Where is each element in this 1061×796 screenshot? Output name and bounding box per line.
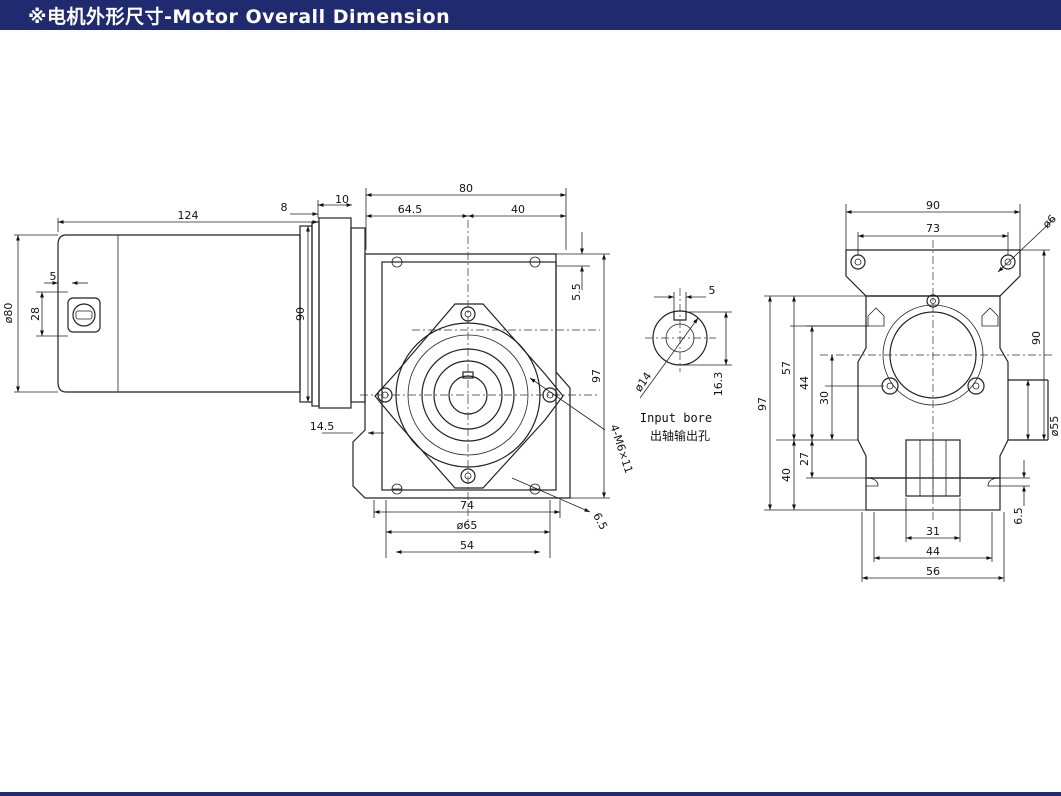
dim-90: 90 (294, 307, 307, 321)
dim-6-5: 6.5 (590, 511, 610, 533)
footer-line (0, 792, 1061, 796)
motor-body (57, 234, 301, 393)
front-dim-73: 73 (926, 222, 940, 235)
dim-28: 28 (29, 307, 42, 321)
bore-dim-5: 5 (709, 284, 716, 297)
bore-dim-16-3: 16.3 (712, 372, 725, 397)
front-dim-90-side: 90 (1030, 331, 1043, 345)
dim-m6: 4-M6×11 (607, 423, 635, 475)
front-dim-90-top: 90 (926, 199, 940, 212)
dim-5-5: 5.5 (570, 283, 583, 301)
header-bar: ※电机外形尺寸-Motor Overall Dimension (0, 0, 1061, 30)
front-dim-44-v: 44 (798, 376, 811, 390)
header-title: ※电机外形尺寸-Motor Overall Dimension (28, 5, 451, 28)
front-dim-6-5: 6.5 (1012, 507, 1025, 525)
dim-97: 97 (590, 369, 603, 383)
dim-8: 8 (281, 201, 288, 214)
front-view: 90 73 ø6 90 97 57 44 30 27 40 ø55 6.5 31… (756, 199, 1061, 582)
dim-5: 5 (50, 270, 57, 283)
dimension-drawing: 124 8 10 80 64.5 40 5 28 ø80 90 5.5 97 1… (2, 182, 1061, 582)
front-dim-57: 57 (780, 361, 793, 375)
front-dim-30: 30 (818, 391, 831, 405)
dim-54: 54 (460, 539, 474, 552)
input-bore-detail: 5 ø14 16.3 Input bore 出轴输出孔 (632, 284, 732, 443)
dim-74: 74 (460, 499, 474, 512)
front-dim-40: 40 (780, 468, 793, 482)
front-dim-dia55: ø55 (1048, 416, 1061, 437)
dim-64-5: 64.5 (398, 203, 423, 216)
front-dim-31: 31 (926, 525, 940, 538)
side-view: 124 8 10 80 64.5 40 5 28 ø80 90 5.5 97 1… (2, 182, 635, 558)
terminal-plug (72, 303, 96, 327)
input-bore-label-cn: 出轴输出孔 (650, 428, 710, 443)
bore-dim-dia14: ø14 (632, 370, 655, 394)
dim-dia65: ø65 (457, 519, 478, 532)
front-dim-44-h: 44 (926, 545, 940, 558)
input-bore-label-en: Input bore (640, 411, 712, 425)
dim-10: 10 (335, 193, 349, 206)
dim-40: 40 (511, 203, 525, 216)
output-flange (374, 303, 564, 489)
dim-dia80: ø80 (2, 303, 15, 324)
dim-14-5: 14.5 (310, 420, 335, 433)
terminal-box (67, 297, 101, 333)
front-dim-dia6: ø6 (1040, 212, 1059, 231)
front-dim-97: 97 (756, 397, 769, 411)
front-dim-56: 56 (926, 565, 940, 578)
front-dim-27: 27 (798, 452, 811, 466)
dim-124: 124 (178, 209, 199, 222)
dim-80: 80 (459, 182, 473, 195)
